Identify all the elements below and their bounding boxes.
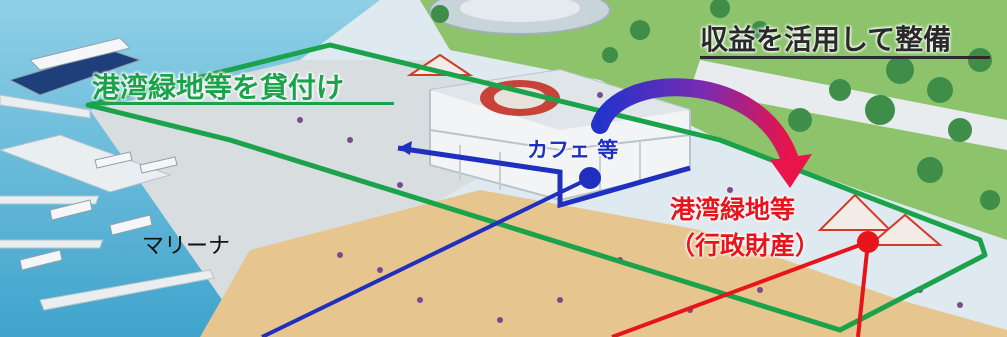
green-area-label-line1: 港湾緑地等 [670, 195, 796, 224]
lending-boundary-line [85, 42, 988, 333]
beach-tents [406, 53, 943, 246]
revenue-arrowhead [770, 154, 812, 188]
asset-callout-line-1 [611, 240, 869, 337]
lending-underline [92, 102, 394, 105]
marina-label: マリーナ [142, 234, 231, 259]
cafe-callout-dot [579, 167, 601, 189]
upper-park-grass [420, 0, 1007, 240]
cafe-callout-line [261, 176, 591, 337]
asset-callout-line-2 [856, 241, 870, 337]
cafe-label: カフェ 等 [527, 138, 619, 162]
cafe-area-bracket [397, 145, 691, 209]
sand-beach [200, 190, 1007, 337]
revenue-flow-arrow [591, 78, 799, 169]
crowd [297, 92, 963, 323]
lending-label: 港湾緑地等を貸付け [92, 71, 345, 104]
park-trees [431, 0, 1000, 210]
sea-area [0, 0, 380, 337]
marina-piers [0, 94, 215, 311]
boats [8, 37, 178, 271]
park-walkway [690, 60, 1007, 150]
green-area-label-line2: （行政財産） [670, 231, 821, 260]
title-underline [700, 56, 990, 59]
revenue-title: 収益を活用して整備 [700, 23, 952, 56]
asset-callout-dot [857, 231, 879, 253]
